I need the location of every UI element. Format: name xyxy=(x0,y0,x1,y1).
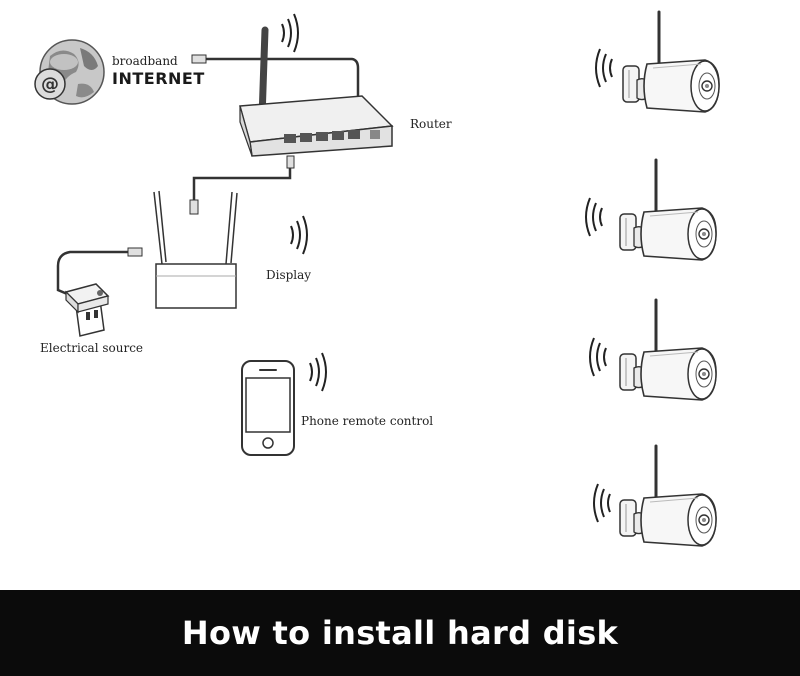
power-adapter-icon xyxy=(64,283,110,337)
camera-1-wifi-icon xyxy=(595,48,613,88)
svg-text:@: @ xyxy=(41,74,59,95)
globe-icon: @ xyxy=(34,39,105,105)
diagram-canvas: @ xyxy=(34,10,721,548)
router-label: Router xyxy=(410,117,452,131)
internet-label: INTERNET xyxy=(112,69,205,88)
camera-3-wifi-icon xyxy=(589,337,607,377)
broadband-label: broadband xyxy=(112,54,178,68)
smartphone-icon xyxy=(241,360,295,456)
title-banner: How to install hard disk xyxy=(0,590,800,676)
phone-wifi-icon xyxy=(309,352,327,392)
router-icon xyxy=(239,26,394,157)
router-wifi-icon xyxy=(281,13,299,53)
network-cable xyxy=(192,156,292,206)
phone-remote-control-label: Phone remote control xyxy=(301,414,434,428)
display-nvr-icon xyxy=(153,190,238,309)
power-cable xyxy=(56,250,140,298)
camera-4-wifi-icon xyxy=(593,483,611,523)
banner-title: How to install hard disk xyxy=(181,614,619,652)
camera-2-wifi-icon xyxy=(585,197,603,237)
display-label: Display xyxy=(266,268,312,282)
bullet-camera-icon xyxy=(618,444,718,548)
installation-diagram: @ xyxy=(34,10,721,548)
electrical-source-label: Electrical source xyxy=(40,341,144,355)
bullet-camera-icon xyxy=(618,298,718,402)
display-wifi-icon xyxy=(290,215,308,255)
bullet-camera-icon xyxy=(621,10,721,114)
bullet-camera-icon xyxy=(618,158,718,262)
